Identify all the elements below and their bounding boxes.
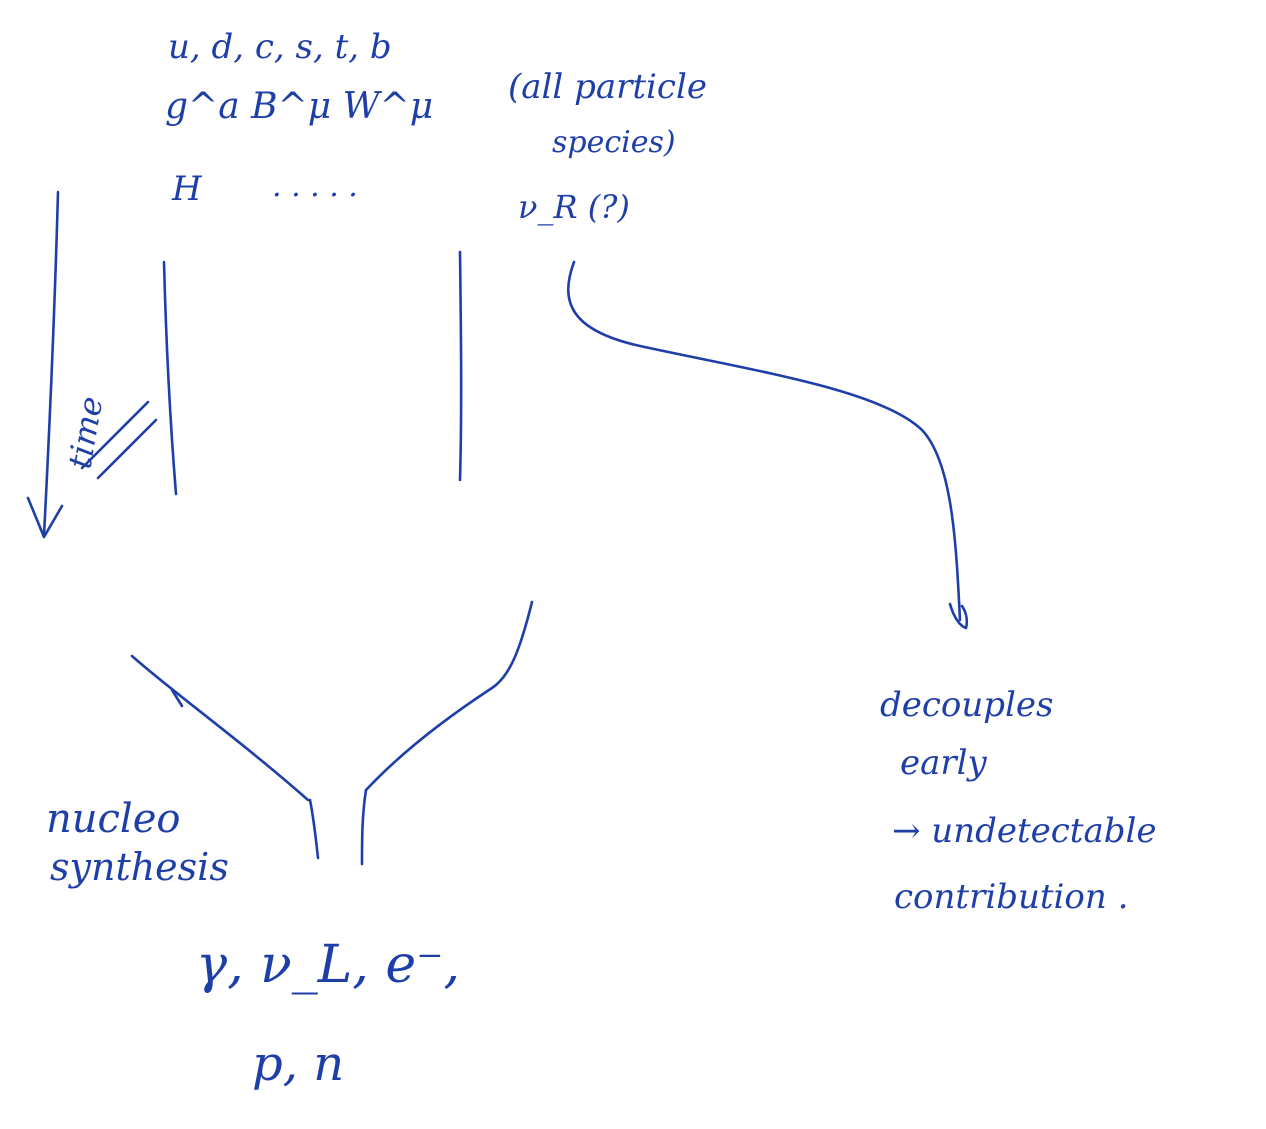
nucleo-label: nucleo: [46, 796, 180, 842]
time-label: time: [60, 394, 110, 472]
time-arrow-shaft: [42, 190, 60, 537]
time-arrow-tick-1: [80, 400, 150, 470]
quark-list-label: u, d, c, s, t, b: [168, 27, 392, 67]
nucleons-label: p, n: [252, 1036, 344, 1092]
funnel-neck-right: [360, 788, 368, 866]
species-label: species): [552, 125, 676, 160]
right-handed-neutrino-label: ν_R (?): [518, 188, 630, 226]
gauge-boson-label: g^a B^μ W^μ: [165, 86, 433, 127]
funnel-right-slope: [364, 600, 534, 792]
funnel-left-slope-tick: [170, 688, 184, 708]
time-arrow: [26, 190, 158, 539]
time-arrow-tick-2: [96, 418, 158, 480]
funnel-shape: [130, 250, 534, 866]
time-arrow-head: [26, 496, 64, 539]
synthesis-label: synthesis: [50, 845, 229, 889]
light-particles-label: γ, ν_L, e⁻,: [196, 935, 460, 995]
higgs-label: H: [171, 169, 203, 209]
ellipsis-label: . . . . .: [272, 169, 358, 204]
contribution-label: contribution .: [894, 877, 1128, 917]
decoupling-arrow-head: [948, 602, 969, 630]
funnel-neck-left: [308, 798, 320, 860]
decoupling-arrow: [567, 260, 969, 630]
undetectable-label: → undetectable: [892, 811, 1157, 851]
funnel-left-wall: [162, 260, 178, 496]
decoupling-arrow-curve: [567, 260, 962, 622]
funnel-left-slope: [130, 654, 310, 802]
early-label: early: [900, 743, 988, 783]
funnel-right-wall: [458, 250, 463, 482]
decouples-label: decouples: [880, 685, 1054, 725]
all-particle-label: (all particle: [508, 67, 707, 107]
